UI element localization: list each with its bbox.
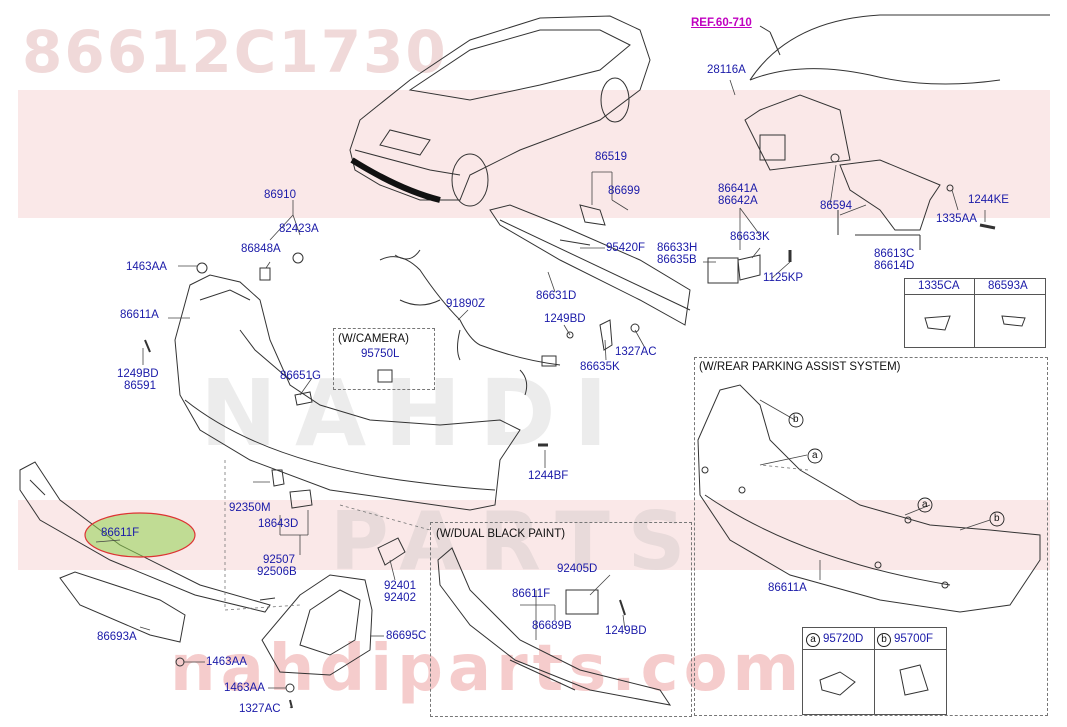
part-label-92401[interactable]: 92401 bbox=[384, 580, 416, 592]
watermark-brand: NAHDI bbox=[200, 360, 626, 467]
dual-black-section-title: (W/DUAL BLACK PAINT) bbox=[436, 528, 566, 540]
part-label-86611f-dual[interactable]: 86611F bbox=[512, 588, 551, 600]
part-label-91890z[interactable]: 91890Z bbox=[446, 298, 486, 310]
part-label-86591[interactable]: 86591 bbox=[124, 380, 156, 392]
part-label-86635b[interactable]: 86635B bbox=[657, 254, 697, 266]
part-label-86699[interactable]: 86699 bbox=[608, 185, 640, 197]
lower-lip-illustration bbox=[19, 461, 276, 613]
clip-1335ca-shape bbox=[924, 315, 951, 331]
callout-a-1: a bbox=[812, 450, 818, 461]
part-label-86635k[interactable]: 86635K bbox=[580, 361, 620, 373]
part-label-86594[interactable]: 86594 bbox=[820, 200, 852, 212]
impact-beam-illustration bbox=[489, 204, 792, 351]
part-label-18643d[interactable]: 18643D bbox=[258, 518, 299, 530]
part-label-1463aa-b1[interactable]: 1463AA bbox=[206, 656, 247, 668]
wiring-harness-illustration bbox=[377, 249, 561, 396]
part-label-1327ac-mid[interactable]: 1327AC bbox=[615, 346, 657, 358]
dual-black-lip-illustration bbox=[437, 547, 672, 706]
callout-b-2: b bbox=[994, 513, 1000, 524]
bracket-illustration bbox=[830, 153, 996, 250]
reference-label[interactable]: REF.60-710 bbox=[691, 17, 752, 29]
rear-bumper-illustration bbox=[144, 252, 548, 511]
part-label-1249bd-left[interactable]: 1249BD bbox=[117, 368, 159, 380]
part-label-1249bd-dual[interactable]: 1249BD bbox=[605, 625, 647, 637]
part-label-92506b[interactable]: 92506B bbox=[257, 566, 297, 578]
part-label-86633k[interactable]: 86633K bbox=[730, 231, 770, 243]
part-label-86614d[interactable]: 86614D bbox=[874, 260, 915, 272]
part-label-86633h[interactable]: 86633H bbox=[657, 242, 698, 254]
clip-table-col1: 1335CA bbox=[918, 280, 960, 292]
highlighted-part-marker bbox=[84, 512, 196, 558]
part-label-86641a[interactable]: 86641A bbox=[718, 183, 758, 195]
sensor-b-part: 95700F bbox=[894, 633, 934, 645]
lamp-shape bbox=[289, 489, 313, 509]
sensor-mount-shape bbox=[271, 469, 285, 487]
part-label-82423a[interactable]: 82423A bbox=[279, 223, 319, 235]
part-label-95750l[interactable]: 95750L bbox=[361, 348, 400, 360]
part-label-1125kp[interactable]: 1125KP bbox=[763, 272, 804, 284]
sensor-table-divider bbox=[874, 627, 875, 714]
part-label-1244ke[interactable]: 1244KE bbox=[968, 194, 1009, 206]
part-label-92402[interactable]: 92402 bbox=[384, 592, 416, 604]
clip-table-divider bbox=[974, 278, 975, 347]
part-label-86519[interactable]: 86519 bbox=[595, 151, 627, 163]
watermark-part-number: 86612C1730 bbox=[22, 18, 448, 86]
car-illustration bbox=[349, 15, 651, 207]
part-label-95420f[interactable]: 95420F bbox=[606, 242, 646, 254]
part-label-1463aa-top[interactable]: 1463AA bbox=[126, 261, 167, 273]
part-label-86651g[interactable]: 86651G bbox=[280, 370, 321, 382]
callout-b-badge: b bbox=[877, 633, 891, 647]
part-label-92350m[interactable]: 92350M bbox=[229, 502, 271, 514]
part-label-86695c[interactable]: 86695C bbox=[386, 630, 427, 642]
callout-a-2: a bbox=[922, 499, 928, 510]
sensor-a-shape bbox=[819, 671, 856, 696]
part-label-1244bf[interactable]: 1244BF bbox=[528, 470, 569, 482]
part-label-92507[interactable]: 92507 bbox=[263, 554, 295, 566]
clip-table-col2: 86593A bbox=[988, 280, 1028, 292]
leader-lines bbox=[139, 79, 991, 709]
part-label-86642a[interactable]: 86642A bbox=[718, 195, 758, 207]
sensor-b-shape bbox=[899, 664, 929, 696]
dual-black-option-box bbox=[430, 522, 692, 717]
skid-plate-illustration bbox=[59, 571, 186, 667]
part-label-1463aa-b2[interactable]: 1463AA bbox=[224, 682, 265, 694]
clip-table bbox=[904, 278, 1046, 348]
part-label-86848a[interactable]: 86848A bbox=[241, 243, 281, 255]
callout-a-badge: a bbox=[806, 633, 820, 647]
part-label-86693a[interactable]: 86693A bbox=[97, 631, 137, 643]
parking-assist-option-box bbox=[694, 357, 1048, 716]
part-label-1249bd-top[interactable]: 1249BD bbox=[544, 313, 586, 325]
part-label-1327ac-b[interactable]: 1327AC bbox=[239, 703, 281, 715]
part-label-86631d[interactable]: 86631D bbox=[536, 290, 577, 302]
part-label-86613c[interactable]: 86613C bbox=[874, 248, 915, 260]
part-label-28116a[interactable]: 28116A bbox=[707, 64, 746, 76]
part-label-86910[interactable]: 86910 bbox=[264, 189, 296, 201]
watermark-band-top bbox=[18, 90, 1050, 218]
sensor-a-part: 95720D bbox=[823, 633, 864, 645]
part-label-92405d[interactable]: 92405D bbox=[557, 563, 598, 575]
parking-section-title: (W/REAR PARKING ASSIST SYSTEM) bbox=[699, 361, 901, 373]
callout-b-1: b bbox=[793, 414, 799, 425]
part-label-86689b[interactable]: 86689B bbox=[532, 620, 572, 632]
part-label-86611a-left[interactable]: 86611A bbox=[120, 309, 159, 321]
sensor-table-header-rule bbox=[802, 649, 946, 650]
quarter-panel-illustration bbox=[744, 14, 1050, 171]
clip-86593a-shape bbox=[1001, 315, 1026, 327]
camera-option-box bbox=[333, 328, 435, 390]
parking-assist-bumper-illustration bbox=[697, 384, 1041, 613]
clip-table-header-rule bbox=[904, 294, 1045, 295]
reflector-shape bbox=[377, 537, 406, 566]
watermark-brand2: PARTS bbox=[330, 495, 704, 588]
camera-section-title: (W/CAMERA) bbox=[338, 333, 409, 345]
part-label-86611a-right[interactable]: 86611A bbox=[768, 582, 807, 594]
part-label-1335aa[interactable]: 1335AA bbox=[936, 213, 977, 225]
part-label-86611f-hl[interactable]: 86611F bbox=[101, 527, 140, 539]
